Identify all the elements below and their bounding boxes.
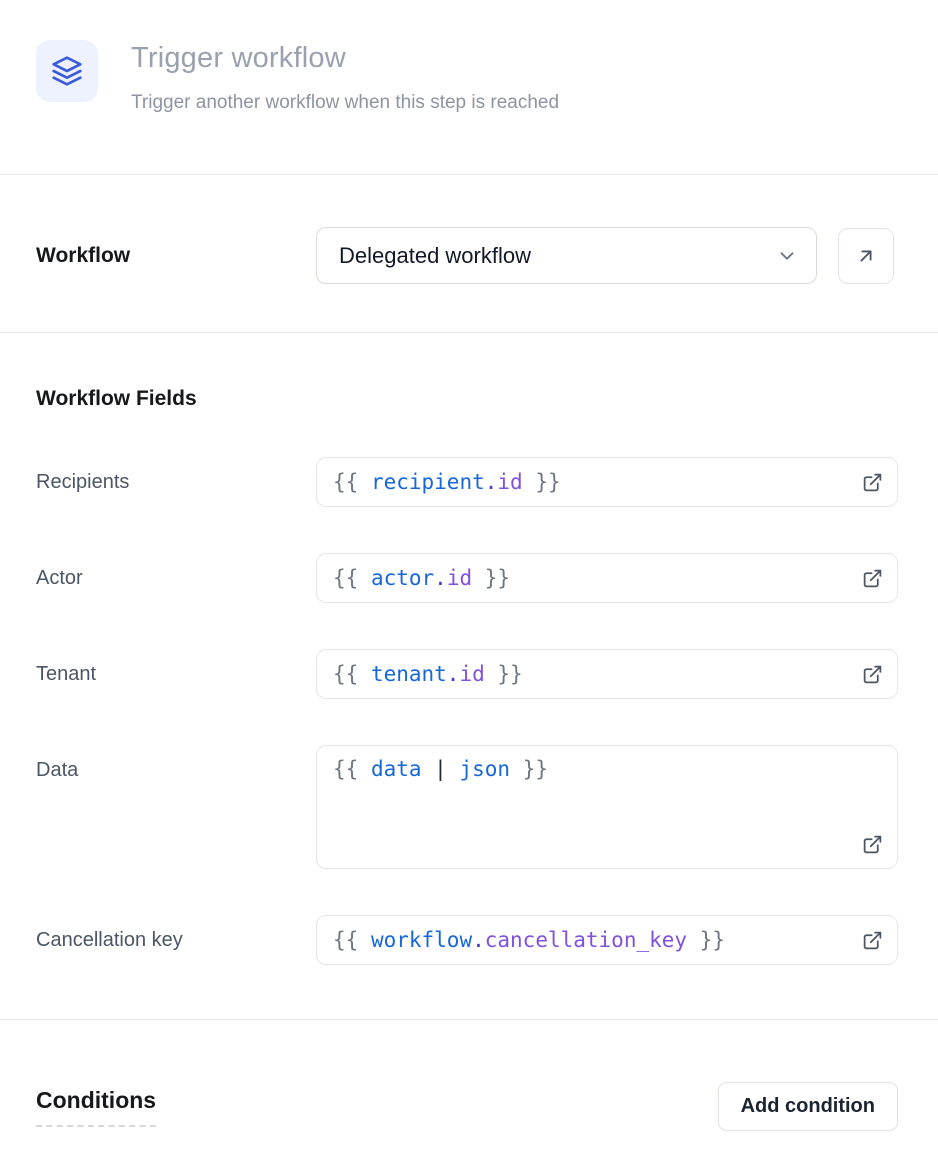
workflow-select-value: Delegated workflow	[339, 242, 531, 268]
code-token-variable: workflow	[370, 928, 473, 952]
workflow-field-row: Data {{ data | json }}	[36, 745, 898, 869]
code-token-brace: }}	[522, 470, 561, 494]
code-token-brace: }}	[687, 928, 725, 952]
workflow-fields-heading: Workflow Fields	[36, 387, 197, 410]
page-title: Trigger workflow	[131, 42, 346, 74]
field-label: Recipients	[36, 470, 130, 493]
open-editor-button[interactable]	[862, 664, 883, 685]
code-token-variable: json	[459, 757, 511, 781]
field-code-value: {{ actor.id }}	[333, 566, 510, 590]
code-token-brace: {{	[333, 566, 371, 590]
code-token-brace: {{	[333, 470, 371, 494]
code-token-variable: tenant	[370, 662, 447, 686]
page-subtitle: Trigger another workflow when this step …	[131, 92, 560, 113]
field-label: Cancellation key	[36, 928, 183, 951]
field-code-value: {{ data | json }}	[333, 757, 548, 781]
step-icon-box	[36, 40, 98, 102]
workflow-field-row: Actor {{ actor.id }}	[36, 553, 898, 603]
add-condition-button[interactable]: Add condition	[717, 1082, 898, 1131]
code-token-brace: }}	[510, 757, 548, 781]
conditions-section: Conditions Add condition	[0, 1020, 938, 1131]
external-link-icon	[863, 931, 882, 949]
external-link-icon	[863, 569, 882, 587]
field-label: Data	[36, 759, 79, 781]
code-token-dot: .	[434, 566, 447, 590]
field-value-input[interactable]: {{ workflow.cancellation_key }}	[316, 915, 898, 965]
field-label: Actor	[36, 566, 83, 589]
field-value-input[interactable]: {{ actor.id }}	[316, 553, 898, 603]
code-token-property: id	[497, 470, 523, 494]
code-token-property: cancellation_key	[484, 928, 688, 952]
external-link-icon	[863, 835, 882, 854]
code-token-property: id	[459, 662, 485, 686]
workflow-fields-section: Workflow Fields Recipients {{ recipient.…	[0, 333, 938, 1020]
field-code-value: {{ recipient.id }}	[333, 470, 561, 494]
open-editor-button[interactable]	[862, 930, 883, 951]
workflow-field-row: Tenant {{ tenant.id }}	[36, 649, 898, 699]
open-workflow-button[interactable]	[838, 227, 894, 284]
workflow-select-row: Workflow Delegated workflow	[0, 175, 938, 333]
workflow-label: Workflow	[36, 243, 131, 267]
code-token-variable: data	[370, 757, 422, 781]
field-value-input[interactable]: {{ data | json }}	[316, 745, 898, 869]
conditions-heading: Conditions	[36, 1087, 157, 1127]
external-link-icon	[863, 473, 882, 491]
code-token-plain	[422, 757, 435, 781]
field-label: Tenant	[36, 662, 97, 685]
external-link-icon	[863, 665, 882, 683]
open-editor-button[interactable]	[862, 834, 883, 855]
code-token-variable: actor	[370, 566, 435, 590]
field-code-value: {{ tenant.id }}	[333, 662, 523, 686]
step-header: Trigger workflow Trigger another workflo…	[0, 0, 938, 175]
chevron-down-icon	[780, 251, 794, 260]
code-token-dot: .	[472, 928, 485, 952]
code-token-dot: .	[446, 662, 460, 686]
code-token-brace: {{	[333, 662, 371, 686]
code-token-brace: {{	[333, 757, 371, 781]
field-value-input[interactable]: {{ tenant.id }}	[316, 649, 898, 699]
code-token-pipe: |	[434, 757, 447, 781]
workflow-field-row: Recipients {{ recipient.id }}	[36, 457, 898, 507]
layers-icon	[52, 56, 82, 86]
code-token-plain	[447, 757, 460, 781]
code-token-brace: }}	[484, 662, 523, 686]
workflow-fields-list: Recipients {{ recipient.id }} Actor {{ a…	[36, 457, 898, 965]
field-code-value: {{ workflow.cancellation_key }}	[333, 928, 725, 952]
code-token-brace: {{	[333, 928, 371, 952]
open-editor-button[interactable]	[862, 472, 883, 493]
code-token-dot: .	[484, 470, 498, 494]
arrow-up-right-icon	[860, 250, 872, 261]
open-editor-button[interactable]	[862, 568, 883, 589]
workflow-field-row: Cancellation key {{ workflow.cancellatio…	[36, 915, 898, 965]
field-value-input[interactable]: {{ recipient.id }}	[316, 457, 898, 507]
workflow-select[interactable]: Delegated workflow	[316, 227, 817, 284]
code-token-brace: }}	[472, 566, 511, 590]
code-token-variable: recipient	[370, 470, 485, 494]
code-token-property: id	[446, 566, 473, 590]
